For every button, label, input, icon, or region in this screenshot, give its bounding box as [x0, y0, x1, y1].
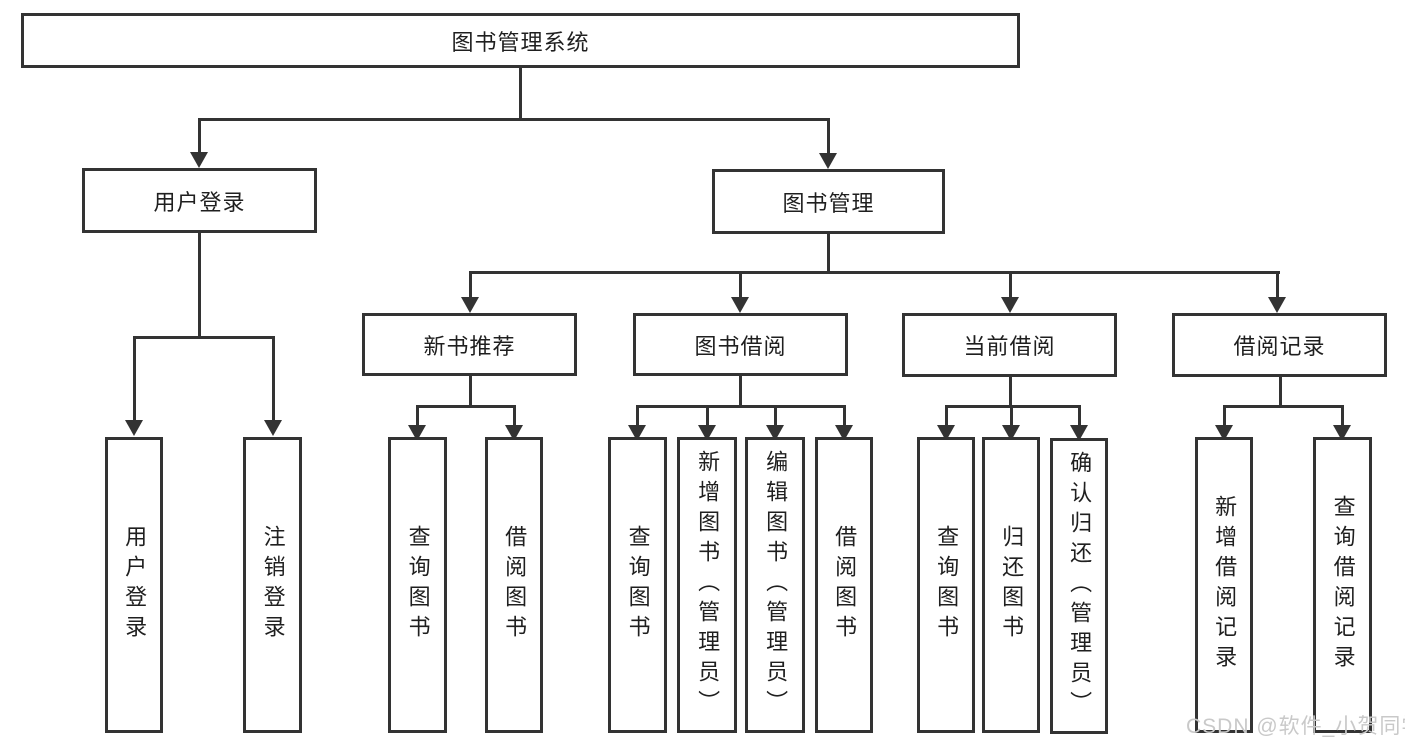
node-label: 当前借阅	[963, 334, 1056, 359]
connector-line	[416, 405, 516, 408]
node-label: 用户登录	[153, 189, 246, 215]
node-current-borrow: 当前借阅	[902, 313, 1117, 377]
connector-line	[1279, 376, 1282, 408]
connector-line	[739, 272, 742, 298]
node-label: 图书管理	[782, 190, 875, 216]
arrow-down-icon	[125, 420, 143, 436]
connector-line	[469, 272, 472, 298]
leaf-return-books: 归还图书	[982, 437, 1040, 733]
connector-line	[827, 119, 830, 154]
node-label: 新书推荐	[423, 333, 516, 359]
connector-line	[133, 337, 136, 421]
node-label: 确认归还（管理员）	[1067, 451, 1093, 721]
node-label: 借阅图书	[832, 525, 858, 645]
leaf-confirm-return-admin: 确认归还（管理员）	[1050, 438, 1108, 734]
leaf-user-login: 用户登录	[105, 437, 163, 733]
connector-line	[774, 406, 777, 426]
arrow-down-icon	[190, 152, 208, 168]
connector-line	[469, 271, 1280, 274]
connector-line	[1276, 272, 1279, 298]
node-root: 图书管理系统	[21, 13, 1020, 68]
arrow-down-icon	[1001, 297, 1019, 313]
node-user-login: 用户登录	[82, 168, 317, 233]
leaf-query-books-2: 查询图书	[608, 437, 667, 733]
arrow-down-icon	[264, 420, 282, 436]
arrow-down-icon	[1268, 297, 1286, 313]
connector-line	[945, 405, 1081, 408]
leaf-add-books-admin: 新增图书（管理员）	[677, 437, 737, 733]
leaf-logout: 注销登录	[243, 437, 302, 733]
node-label: 借阅记录	[1233, 334, 1326, 359]
watermark: CSDN @软件_小贺同学	[1186, 715, 1405, 738]
connector-line	[1223, 406, 1226, 426]
connector-line	[198, 232, 201, 338]
leaf-borrow-books-2: 借阅图书	[815, 437, 873, 733]
node-book-borrow: 图书借阅	[633, 313, 848, 376]
connector-line	[827, 233, 830, 274]
connector-line	[1078, 406, 1081, 426]
leaf-query-borrow-record: 查询借阅记录	[1313, 437, 1372, 733]
leaf-add-borrow-record: 新增借阅记录	[1195, 437, 1253, 733]
node-label: 借阅图书	[502, 525, 528, 645]
node-borrow-records: 借阅记录	[1172, 313, 1387, 377]
connector-line	[1341, 406, 1344, 426]
arrow-down-icon	[461, 297, 479, 313]
arrow-down-icon	[731, 297, 749, 313]
node-label: 编辑图书（管理员）	[763, 450, 789, 720]
node-label: 用户登录	[122, 525, 148, 645]
node-book-management: 图书管理	[712, 169, 945, 234]
connector-line	[706, 406, 709, 426]
node-label: 查询借阅记录	[1330, 495, 1356, 675]
node-label: 图书借阅	[694, 333, 787, 359]
connector-line	[198, 118, 830, 121]
connector-line	[133, 336, 275, 339]
leaf-query-books-3: 查询图书	[917, 437, 975, 733]
node-label: 注销登录	[260, 525, 286, 645]
connector-line	[272, 337, 275, 421]
node-label: 新增借阅记录	[1212, 495, 1238, 675]
connector-line	[1223, 405, 1344, 408]
arrow-down-icon	[819, 153, 837, 169]
connector-line	[519, 67, 522, 121]
connector-line	[513, 406, 516, 426]
connector-line	[1010, 406, 1013, 426]
connector-line	[198, 119, 201, 153]
node-label: 新增图书（管理员）	[695, 450, 721, 720]
connector-line	[636, 405, 846, 408]
leaf-query-books-1: 查询图书	[388, 437, 447, 733]
connector-line	[1009, 376, 1012, 408]
node-label: 图书管理系统	[451, 29, 590, 55]
connector-line	[636, 406, 639, 426]
connector-line	[945, 406, 948, 426]
leaf-edit-books-admin: 编辑图书（管理员）	[745, 437, 805, 733]
node-label: 归还图书	[999, 525, 1025, 645]
connector-line	[843, 406, 846, 426]
node-new-book-recommend: 新书推荐	[362, 313, 577, 376]
connector-line	[469, 375, 472, 408]
connector-line	[1009, 272, 1012, 298]
arrow-down-icon	[1070, 425, 1088, 441]
node-label: 查询图书	[625, 525, 651, 645]
node-label: 查询图书	[934, 525, 960, 645]
leaf-borrow-books-1: 借阅图书	[485, 437, 543, 733]
connector-line	[739, 375, 742, 408]
node-label: 查询图书	[405, 525, 431, 645]
connector-line	[416, 406, 419, 426]
